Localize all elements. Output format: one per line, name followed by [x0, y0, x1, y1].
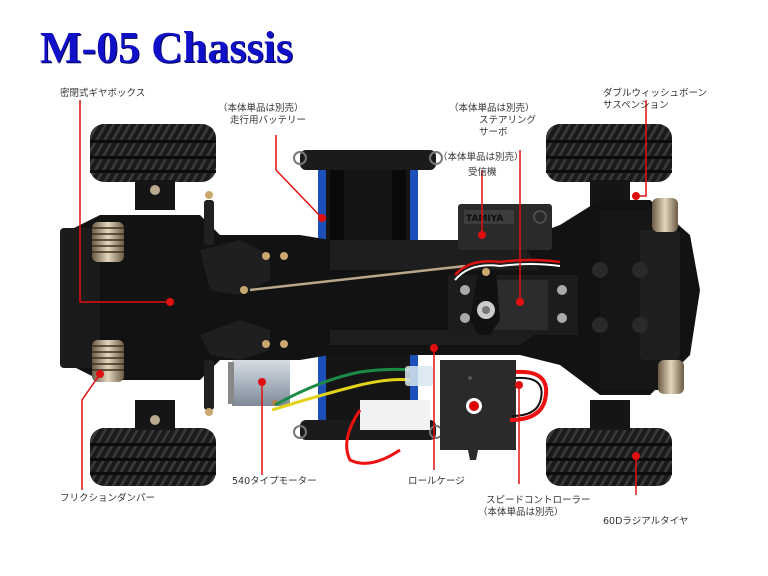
speed-controller [345, 360, 549, 465]
leader-lines [79, 100, 647, 495]
callout-receiver: （本体単品は別売） 受信機 [438, 152, 524, 178]
tire-front-right [546, 124, 672, 182]
callout-tire: 60Dラジアルタイヤ [603, 516, 689, 527]
callout-esc: スピードコントローラー （本体単品は別売） [478, 495, 591, 518]
tire-front-left [90, 124, 216, 182]
callout-damper: フリクションダンパー [60, 493, 156, 504]
leader-dots [96, 192, 640, 460]
receiver-unit: TAMIYA [458, 204, 552, 250]
steering-linkage [200, 191, 466, 416]
right-damper-rear [658, 360, 684, 394]
callout-suspension: ダブルウィッシュボーン サスペンション [603, 88, 708, 111]
callout-battery: （本体単品は別売） 走行用バッテリー [218, 103, 307, 126]
right-damper-front [652, 198, 678, 232]
callout-servo: （本体単品は別売） ステアリング サーボ [449, 103, 537, 138]
tire-rear-left [90, 428, 216, 486]
callout-rollcage: ロールケージ [408, 476, 465, 487]
friction-damper-front [92, 222, 124, 262]
steering-servo [448, 258, 578, 335]
svg-text:TAMIYA: TAMIYA [466, 214, 503, 224]
page-title: M-05 Chassis [40, 23, 294, 72]
callout-motor: 540タイプモーター [232, 476, 317, 487]
tire-rear-right [546, 428, 672, 486]
callout-gearbox: 密閉式ギヤボックス [60, 88, 146, 99]
